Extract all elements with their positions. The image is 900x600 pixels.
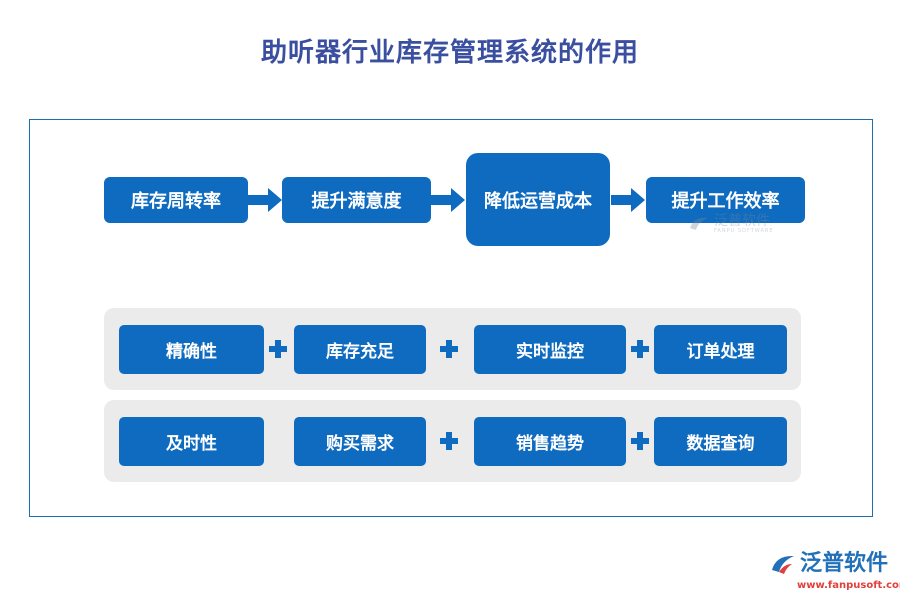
plus-icon: [269, 340, 287, 358]
plus-icon: [440, 340, 458, 358]
row1-tile-3: 实时监控: [474, 325, 626, 374]
row1-tile-1: 精确性: [119, 325, 264, 374]
brand-logo: 泛普软件: [770, 552, 888, 576]
watermark: 泛普软件 FANPU SOFTWARE: [688, 214, 774, 234]
brand-logo-icon: [772, 555, 794, 574]
brand-name: 泛普软件: [800, 551, 889, 576]
row2-tile-1: 及时性: [119, 417, 264, 466]
watermark-text: 泛普软件: [714, 213, 770, 229]
flow-arrow-1: [248, 188, 282, 212]
row2-tile-4: 数据查询: [654, 417, 787, 466]
page-title: 助听器行业库存管理系统的作用: [260, 38, 639, 68]
plus-icon: [631, 432, 649, 450]
flow-arrow-3: [611, 188, 645, 212]
watermark-subtext: FANPU SOFTWARE: [714, 228, 774, 234]
flow-arrow-2: [431, 188, 465, 212]
watermark-logo-icon: [690, 217, 708, 230]
flow-step-4: 提升工作效率: [646, 177, 805, 223]
row2-tile-2: 购买需求: [294, 417, 426, 466]
flow-step-2: 提升满意度: [282, 177, 431, 223]
plus-icon: [440, 432, 458, 450]
diagram-frame: [29, 119, 873, 517]
flow-step-3: 降低运营成本: [466, 153, 610, 246]
flow-step-1: 库存周转率: [104, 177, 248, 223]
row1-tile-4: 订单处理: [654, 325, 787, 374]
plus-icon: [631, 340, 649, 358]
row1-tile-2: 库存充足: [294, 325, 426, 374]
row2-tile-3: 销售趋势: [474, 417, 626, 466]
brand-url: www.fanpusoft.com: [797, 580, 900, 591]
